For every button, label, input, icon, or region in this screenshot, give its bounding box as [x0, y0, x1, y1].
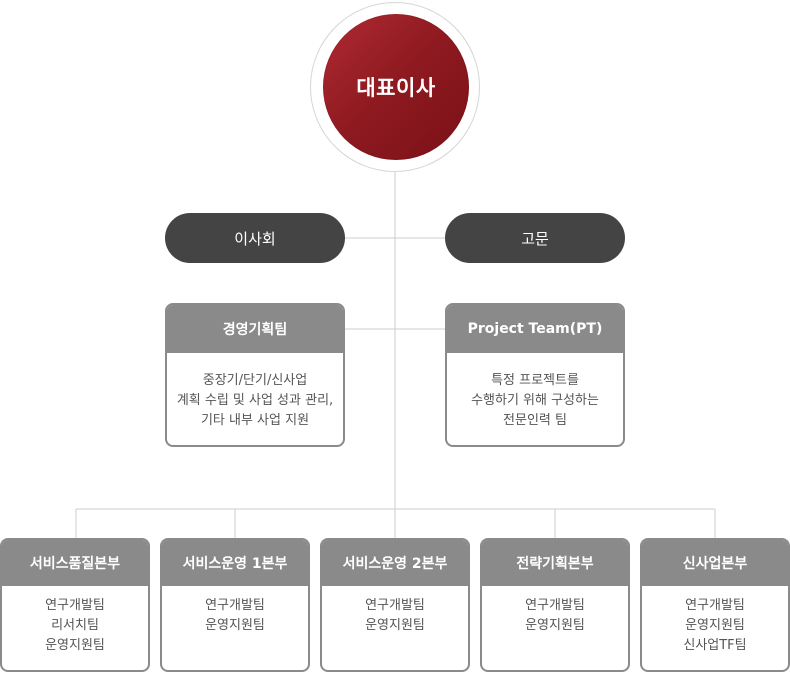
- division-title: 전략기획본부: [482, 540, 628, 586]
- division-box-service-ops-1: 서비스운영 1본부 연구개발팀 운영지원팀: [160, 538, 310, 672]
- planning-team-line-3: 기타 내부 사업 지원: [200, 413, 310, 428]
- division-team: 연구개발팀: [365, 598, 425, 613]
- board-label: 이사회: [234, 229, 276, 248]
- division-team: 연구개발팀: [45, 598, 105, 613]
- division-team: 운영지원팀: [685, 618, 745, 633]
- division-team: 운영지원팀: [45, 638, 105, 653]
- division-team-list: 연구개발팀 운영지원팀: [162, 586, 308, 636]
- advisor-node: 고문: [445, 213, 625, 263]
- project-team-line-1: 특정 프로젝트를: [491, 373, 579, 388]
- division-team: 운영지원팀: [525, 618, 585, 633]
- advisor-label: 고문: [521, 229, 549, 248]
- division-box-new-business: 신사업본부 연구개발팀 운영지원팀 신사업TF팀: [640, 538, 790, 672]
- ceo-node: 대표이사: [323, 14, 469, 160]
- division-team: 연구개발팀: [205, 598, 265, 613]
- planning-team-description: 중장기/단기/신사업 계획 수립 및 사업 성과 관리, 기타 내부 사업 지원: [167, 353, 343, 431]
- division-team-list: 연구개발팀 운영지원팀 신사업TF팀: [642, 586, 788, 656]
- planning-team-box: 경영기획팀 중장기/단기/신사업 계획 수립 및 사업 성과 관리, 기타 내부…: [165, 303, 345, 447]
- project-team-line-3: 전문인력 팀: [503, 413, 567, 428]
- division-title: 서비스운영 1본부: [162, 540, 308, 586]
- project-team-box: Project Team(PT) 특정 프로젝트를 수행하기 위해 구성하는 전…: [445, 303, 625, 447]
- division-team: 운영지원팀: [365, 618, 425, 633]
- division-title: 신사업본부: [642, 540, 788, 586]
- project-team-line-2: 수행하기 위해 구성하는: [471, 393, 599, 408]
- division-box-service-quality: 서비스품질본부 연구개발팀 리서치팀 운영지원팀: [0, 538, 150, 672]
- division-title: 서비스품질본부: [2, 540, 148, 586]
- division-team-list: 연구개발팀 운영지원팀: [322, 586, 468, 636]
- planning-team-line-1: 중장기/단기/신사업: [202, 373, 308, 388]
- division-team: 신사업TF팀: [683, 638, 747, 653]
- project-team-title: Project Team(PT): [447, 305, 623, 353]
- division-title: 서비스운영 2본부: [322, 540, 468, 586]
- division-team: 연구개발팀: [685, 598, 745, 613]
- planning-team-line-2: 계획 수립 및 사업 성과 관리,: [176, 393, 334, 408]
- division-box-service-ops-2: 서비스운영 2본부 연구개발팀 운영지원팀: [320, 538, 470, 672]
- division-team: 운영지원팀: [205, 618, 265, 633]
- division-team: 리서치팀: [51, 618, 99, 633]
- division-team: 연구개발팀: [525, 598, 585, 613]
- ceo-label: 대표이사: [356, 76, 436, 100]
- planning-team-title: 경영기획팀: [167, 305, 343, 353]
- division-box-strategy: 전략기획본부 연구개발팀 운영지원팀: [480, 538, 630, 672]
- division-team-list: 연구개발팀 운영지원팀: [482, 586, 628, 636]
- project-team-description: 특정 프로젝트를 수행하기 위해 구성하는 전문인력 팀: [447, 353, 623, 431]
- division-team-list: 연구개발팀 리서치팀 운영지원팀: [2, 586, 148, 656]
- board-node: 이사회: [165, 213, 345, 263]
